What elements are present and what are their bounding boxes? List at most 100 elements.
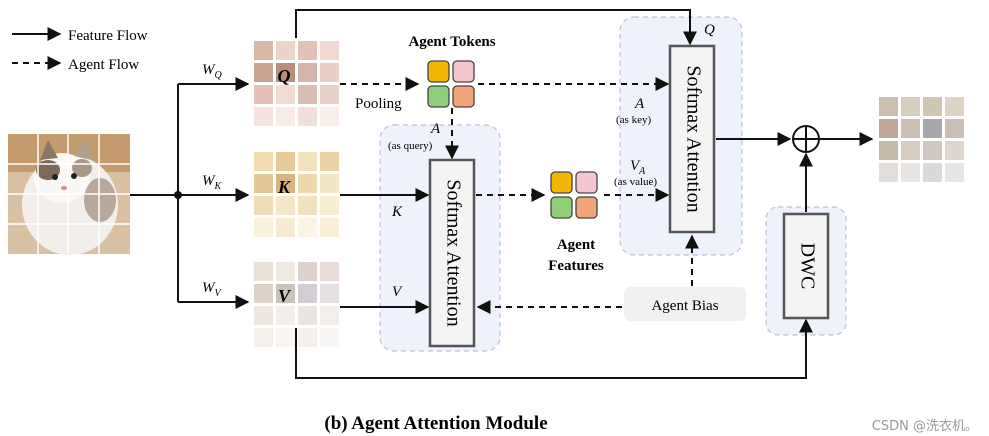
output-matrix <box>879 97 964 182</box>
matrix-cell <box>923 141 942 160</box>
matrix-cell <box>276 284 295 303</box>
matrix-cell <box>320 306 339 325</box>
dwc-box <box>782 212 830 320</box>
wv-label: WV <box>202 280 223 299</box>
matrix-cell <box>298 152 317 171</box>
matrix-cell <box>276 152 295 171</box>
matrix-cell <box>276 41 295 60</box>
pooling-label: Pooling <box>355 96 402 112</box>
v-input-label: V <box>392 284 403 300</box>
matrix-cell <box>298 328 317 347</box>
matrix-cell <box>298 196 317 215</box>
matrix-cell <box>298 85 317 104</box>
matrix-cell <box>254 218 273 237</box>
matrix-cell <box>276 174 295 193</box>
agent-tokens-label: Agent Tokens <box>408 34 495 50</box>
wk-label: WK <box>202 173 223 192</box>
matrix-cell <box>298 41 317 60</box>
softmax-1-label: Softmax Attention <box>442 179 464 326</box>
dwc-label: DWC <box>796 243 818 290</box>
matrix-cell <box>254 262 273 281</box>
k-letter: K <box>277 177 292 197</box>
a-key-label: A <box>634 96 645 112</box>
softmax-2-label: Softmax Attention <box>682 65 704 212</box>
q-top-label: Q <box>704 22 715 38</box>
matrix-cell <box>879 163 898 182</box>
matrix-cell <box>298 306 317 325</box>
matrix-cell <box>254 107 273 126</box>
matrix-cell <box>320 41 339 60</box>
agent-token <box>427 85 450 108</box>
matrix-cell <box>320 174 339 193</box>
matrix-cell <box>945 141 964 160</box>
softmax-attention-1 <box>428 158 476 348</box>
v-letter: V <box>278 286 292 306</box>
matrix-cell <box>276 218 295 237</box>
q-to-softmax2-arrow <box>295 9 697 46</box>
input-branches <box>130 77 250 309</box>
matrix-cell <box>320 107 339 126</box>
matrix-cell <box>320 328 339 347</box>
matrix-cell <box>254 284 273 303</box>
matrix-cell <box>254 196 273 215</box>
a-query-label: A <box>430 121 441 137</box>
matrix-cell <box>254 152 273 171</box>
matrix-cell <box>276 63 295 82</box>
matrix-cell <box>320 262 339 281</box>
va-label: VA <box>630 158 646 177</box>
agent-features-label-1: Agent <box>557 237 595 253</box>
matrix-cell <box>901 97 920 116</box>
agent-token <box>427 60 450 83</box>
matrix-cell <box>320 63 339 82</box>
matrix-cell <box>276 107 295 126</box>
matrix-cell <box>945 97 964 116</box>
matrix-cell <box>254 306 273 325</box>
agent-token <box>550 196 573 219</box>
caption: (b) Agent Attention Module <box>324 413 547 434</box>
matrix-cell <box>254 63 273 82</box>
matrix-cell <box>923 163 942 182</box>
matrix-cell <box>901 119 920 138</box>
matrix-cell <box>879 119 898 138</box>
agent-features <box>550 171 598 219</box>
matrix-cell <box>298 262 317 281</box>
matrix-cell <box>276 262 295 281</box>
watermark: CSDN @洗衣机。 <box>872 418 978 434</box>
wq-label: WQ <box>202 62 223 81</box>
matrix-cell <box>901 141 920 160</box>
matrix-cell <box>298 107 317 126</box>
matrix-cell <box>276 196 295 215</box>
matrix-cell <box>320 85 339 104</box>
matrix-cell <box>320 152 339 171</box>
agent-tokens <box>427 60 475 108</box>
matrix-cell <box>276 85 295 104</box>
v-to-dwc-arrow <box>295 318 813 379</box>
va-note: (as value) <box>614 176 657 188</box>
q-letter: Q <box>278 66 291 86</box>
matrix-cell <box>298 174 317 193</box>
matrix-cell <box>254 174 273 193</box>
matrix-cell <box>276 328 295 347</box>
legend-agent-flow: Agent Flow <box>68 57 139 73</box>
agent-token <box>575 196 598 219</box>
matrix-cell <box>879 141 898 160</box>
matrix-cell <box>901 163 920 182</box>
matrix-cell <box>298 218 317 237</box>
matrix-cell <box>298 284 317 303</box>
matrix-cell <box>320 196 339 215</box>
matrix-cell <box>879 97 898 116</box>
legend-feature-flow: Feature Flow <box>68 28 148 44</box>
matrix-cell <box>254 328 273 347</box>
matrix-cell <box>298 63 317 82</box>
agent-features-label-2: Features <box>548 258 604 274</box>
agent-bias-label: Agent Bias <box>651 298 718 314</box>
agent-token <box>452 85 475 108</box>
matrix-cell <box>923 119 942 138</box>
a-key-note: (as key) <box>616 114 651 126</box>
matrix-cell <box>945 163 964 182</box>
matrix-cell <box>923 97 942 116</box>
agent-token <box>452 60 475 83</box>
matrix-cell <box>945 119 964 138</box>
sum-node <box>792 125 820 153</box>
